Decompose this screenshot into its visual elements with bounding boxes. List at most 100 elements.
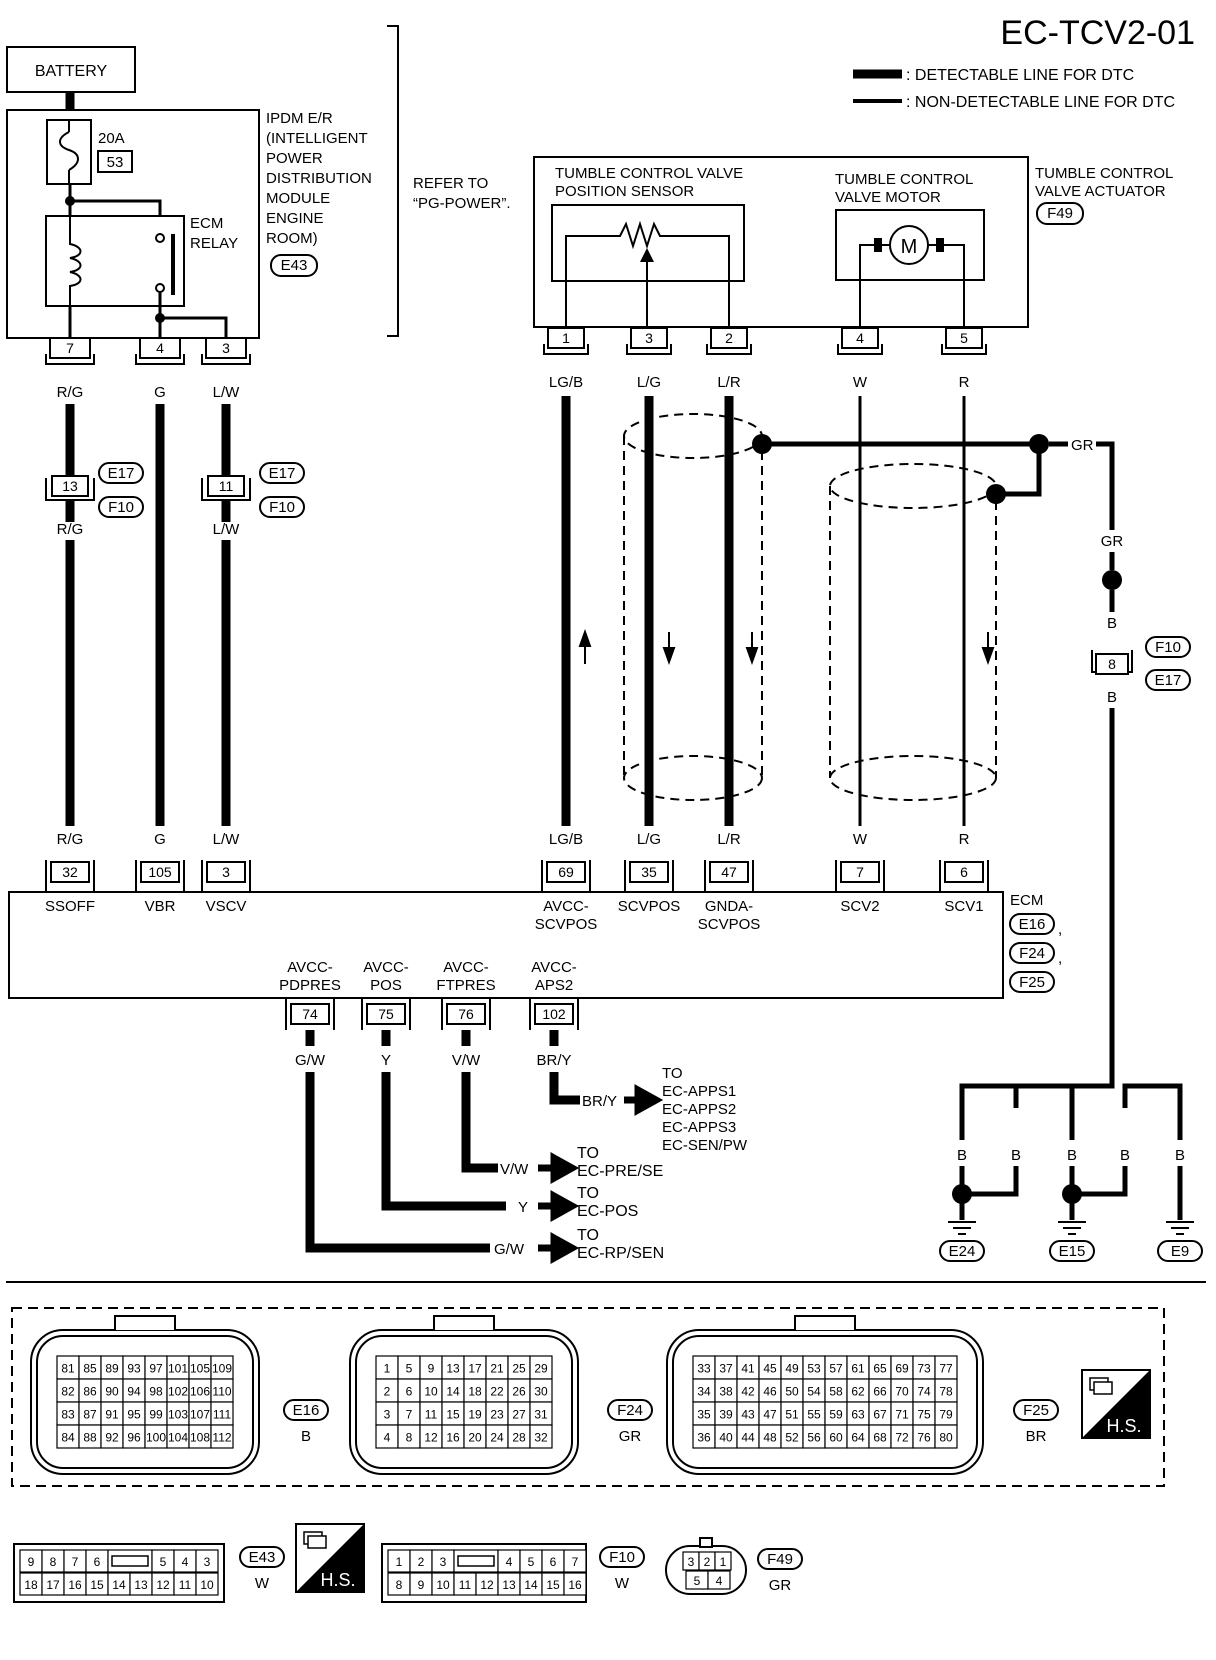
arrow-down-icon xyxy=(981,632,995,665)
terminal-number: 59 xyxy=(829,1408,843,1422)
terminal-number: 61 xyxy=(851,1362,865,1376)
terminal-number: 23 xyxy=(490,1408,504,1422)
terminal-number: 25 xyxy=(512,1362,526,1376)
wire-color-bry: BR/Y xyxy=(536,1052,571,1069)
svg-text:13: 13 xyxy=(134,1578,148,1592)
relay-contact-top xyxy=(155,233,165,243)
svg-text:10: 10 xyxy=(200,1578,214,1592)
svg-text:7: 7 xyxy=(72,1555,79,1569)
ecm-pin-76: 76 xyxy=(441,998,491,1030)
ground-wire-color: B xyxy=(1175,1147,1185,1164)
terminal-number: 31 xyxy=(534,1408,548,1422)
wire-color-r-bottom: R xyxy=(959,831,970,848)
svg-text:14: 14 xyxy=(524,1578,538,1592)
ground-e15: E15 xyxy=(1059,1243,1086,1260)
refer-line-1: REFER TO xyxy=(413,175,488,192)
arrow-down-icon xyxy=(662,632,676,665)
terminal-number: 104 xyxy=(168,1431,188,1445)
svg-text:8: 8 xyxy=(396,1578,403,1592)
svg-text:TO: TO xyxy=(662,1065,683,1082)
drain-conn-a: F10 xyxy=(1155,639,1181,656)
wire-color-w-bottom: W xyxy=(853,831,868,848)
terminal-number: 42 xyxy=(741,1385,755,1399)
conn-e16-badge xyxy=(283,1399,329,1421)
ecm-connector-f25: F25 xyxy=(1019,974,1045,991)
svg-text:H.S.: H.S. xyxy=(1106,1416,1141,1436)
shield-splice-motor xyxy=(986,484,1006,504)
terminal-number: 56 xyxy=(807,1431,821,1445)
terminal-number: 29 xyxy=(534,1362,548,1376)
joint-lw-conn-b: F10 xyxy=(269,499,295,516)
svg-text:8: 8 xyxy=(1108,656,1116,672)
terminal-number: 90 xyxy=(105,1385,119,1399)
ecm-pin-69: 69 xyxy=(541,860,591,892)
wire-color-g-bottom: G xyxy=(154,831,166,848)
fuse-rating: 20A xyxy=(98,130,125,147)
dest-wire-color-vw: V/W xyxy=(500,1161,529,1178)
svg-text:3: 3 xyxy=(440,1555,447,1569)
terminal-number: 20 xyxy=(468,1431,482,1445)
conn-f24-id: F24 xyxy=(617,1402,643,1419)
wire-color-rg-bottom: R/G xyxy=(57,831,84,848)
svg-text:ROOM): ROOM) xyxy=(266,230,318,247)
svg-text:8: 8 xyxy=(50,1555,57,1569)
terminal-number: 7 xyxy=(406,1408,413,1422)
wire-color-lr-bottom: L/R xyxy=(717,831,741,848)
wire-color-w-top: W xyxy=(853,374,868,391)
wire-vw xyxy=(461,1030,498,1173)
terminal-number: 107 xyxy=(190,1408,210,1422)
drain-wire-gr xyxy=(1096,441,1115,530)
drain-connector: 8 xyxy=(1091,650,1133,675)
svg-text:7: 7 xyxy=(66,340,74,356)
conn-e43-color: W xyxy=(255,1575,270,1592)
svg-text:EC-APPS2: EC-APPS2 xyxy=(662,1101,736,1118)
terminal-number: 13 xyxy=(446,1362,460,1376)
arrow-right-icon xyxy=(538,1190,580,1222)
terminal-number: 17 xyxy=(468,1362,482,1376)
svg-text:9: 9 xyxy=(28,1555,35,1569)
svg-text:75: 75 xyxy=(378,1006,394,1022)
terminal-number: 16 xyxy=(446,1431,460,1445)
diagram-title: EC-TCV2-01 xyxy=(1000,14,1195,52)
actuator-connector-id: F49 xyxy=(1047,205,1073,222)
terminal-number: 66 xyxy=(873,1385,887,1399)
wire-color-lgb-bottom: LG/B xyxy=(549,831,583,848)
ecm-pin-7: 7 xyxy=(835,860,885,892)
svg-text:12: 12 xyxy=(480,1578,494,1592)
terminal-number: 38 xyxy=(719,1385,733,1399)
ground-wire-color: B xyxy=(1067,1147,1077,1164)
shield-splice-left xyxy=(752,434,772,454)
svg-text:4: 4 xyxy=(156,340,164,356)
terminal-number: 78 xyxy=(939,1385,953,1399)
ground-splice-2 xyxy=(1062,1184,1082,1204)
terminal-number: 21 xyxy=(490,1362,504,1376)
svg-text:4: 4 xyxy=(716,1574,723,1588)
ground-wire-3 xyxy=(1122,1083,1183,1140)
joint-lw-conn-a: E17 xyxy=(269,465,296,482)
terminal-number: 105 xyxy=(190,1362,210,1376)
ground-e9-badge xyxy=(1157,1240,1203,1262)
terminal-number: 45 xyxy=(763,1362,777,1376)
terminal-number: 101 xyxy=(168,1362,188,1376)
terminal-number: 5 xyxy=(406,1362,413,1376)
fuse-number: 53 xyxy=(107,154,124,171)
legend-non-detectable-label: : NON-DETECTABLE LINE FOR DTC xyxy=(906,94,1175,111)
ecm-relay-box xyxy=(45,215,185,307)
terminal-number: 88 xyxy=(83,1431,97,1445)
terminal-number: 53 xyxy=(807,1362,821,1376)
svg-text:105: 105 xyxy=(148,864,172,880)
terminal-number: 6 xyxy=(406,1385,413,1399)
wire-y xyxy=(381,1030,506,1211)
drain-color-b-1: B xyxy=(1107,615,1117,632)
svg-text:1: 1 xyxy=(720,1555,727,1569)
terminal-cell xyxy=(529,1424,553,1449)
ipdm-pin-3: 3 xyxy=(201,337,251,365)
wire-color-y: Y xyxy=(381,1052,391,1069)
joint-lw-conn-b-badge xyxy=(259,496,305,518)
wire-color-lgb-top: LG/B xyxy=(549,374,583,391)
svg-text:2: 2 xyxy=(725,330,733,346)
ecm-pin-name-avcc-pdpres: AVCC-PDPRES xyxy=(279,959,341,994)
terminal-number: 24 xyxy=(490,1431,504,1445)
svg-text:IPDM E/R: IPDM E/R xyxy=(266,110,333,127)
